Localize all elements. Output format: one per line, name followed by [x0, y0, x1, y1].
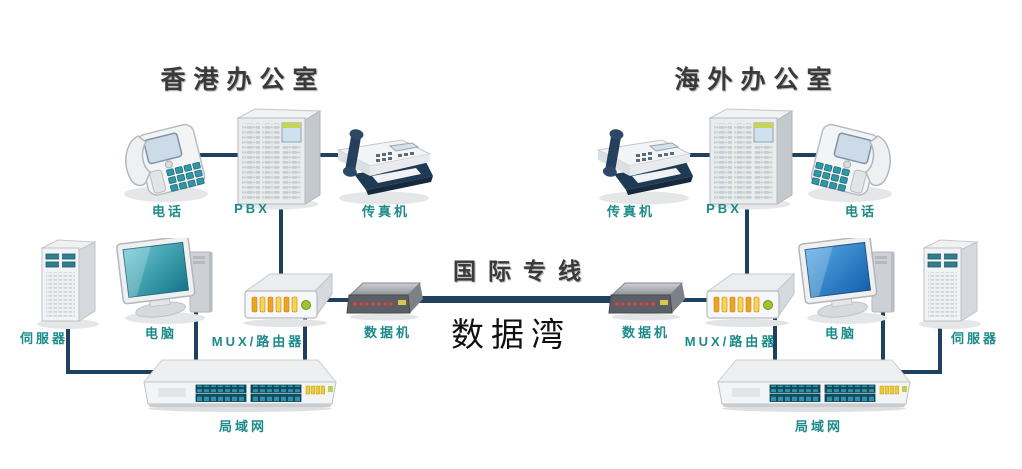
- pbx-icon: [700, 100, 795, 210]
- pbx-label: PBX: [706, 201, 742, 216]
- office-title-left: 香港办公室: [160, 66, 326, 94]
- cable-mux-modem-left: [320, 298, 360, 302]
- server-label: 伺服器: [19, 331, 69, 346]
- lan-label: 局域网: [218, 419, 268, 434]
- office-title-right: 海外办公室: [674, 66, 840, 94]
- phone-label: 电话: [151, 204, 185, 219]
- lan-switch-icon: [140, 357, 340, 412]
- fax-label: 传真机: [361, 204, 411, 219]
- cable-server-down-right: [938, 320, 942, 374]
- telephone-icon: [116, 106, 216, 206]
- modem-label: 数据机: [621, 325, 671, 340]
- pbx-label: PBX: [234, 201, 270, 216]
- cable-fax-pbx-right: [662, 153, 720, 157]
- telephone-icon: [800, 106, 900, 206]
- watermark-text: 数据湾: [451, 315, 571, 354]
- cable-server-lan-left: [66, 370, 156, 374]
- pbx-icon: [228, 100, 323, 210]
- phone-label: 电话: [844, 204, 878, 219]
- mux-label: MUX/路由器: [684, 334, 778, 349]
- lan-switch-icon: [714, 357, 914, 412]
- fax-machine-icon: [328, 118, 433, 206]
- cable-pbx-phone-right: [782, 153, 840, 157]
- lan-label: 局域网: [794, 419, 844, 434]
- computer-icon: [792, 238, 907, 326]
- fax-machine-icon: [588, 118, 693, 206]
- modem-label: 数据机: [363, 325, 413, 340]
- server-icon: [28, 234, 108, 329]
- modem-icon: [608, 280, 686, 322]
- server-label: 伺服器: [950, 331, 1000, 346]
- cable-phone-pbx-left: [180, 153, 250, 157]
- cable-mux-lan-right: [773, 318, 777, 370]
- cable-computer-lan-left: [194, 308, 198, 370]
- cable-server-down-left: [66, 315, 70, 374]
- cable-international-line: [416, 296, 618, 303]
- mux-label: MUX/路由器: [211, 334, 305, 349]
- fax-label: 传真机: [606, 204, 656, 219]
- cable-pbx-mux-right: [745, 195, 749, 285]
- cable-server-lan-right: [894, 370, 942, 374]
- modem-icon: [346, 280, 424, 322]
- computer-icon: [110, 238, 225, 326]
- cable-computer-lan-right: [881, 310, 885, 370]
- cable-pbx-fax-left: [300, 153, 360, 157]
- computer-label: 电脑: [144, 326, 178, 341]
- mux-router-icon: [240, 270, 335, 328]
- mux-router-icon: [702, 270, 797, 328]
- international-line-label: 国际专线: [453, 258, 593, 284]
- cable-modem-mux-right: [674, 298, 718, 302]
- cable-pbx-mux-left: [279, 195, 283, 285]
- cable-mux-lan-left: [303, 318, 307, 370]
- server-icon: [910, 234, 990, 329]
- computer-label: 电脑: [824, 326, 858, 341]
